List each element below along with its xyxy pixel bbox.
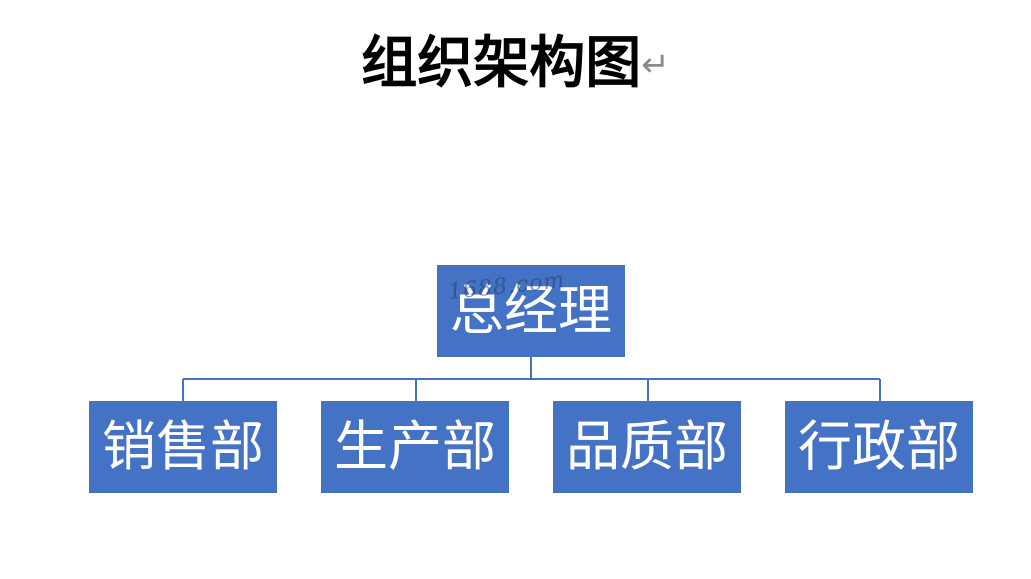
title-text: 组织架构图 (361, 31, 642, 96)
org-node-general-manager: 总经理 (437, 265, 625, 357)
chart-title: 组织架构图↵ (0, 28, 1031, 101)
org-node-label: 行政部 (798, 415, 960, 478)
org-node-production: 生产部 (321, 401, 509, 493)
paragraph-mark-icon: ↵ (641, 45, 670, 85)
org-node-label: 生产部 (334, 415, 496, 478)
org-node-label: 销售部 (102, 415, 264, 478)
org-node-label: 总经理 (450, 279, 612, 342)
org-node-sales: 销售部 (89, 401, 277, 493)
org-node-quality: 品质部 (553, 401, 741, 493)
org-node-admin: 行政部 (785, 401, 973, 493)
org-node-label: 品质部 (566, 415, 728, 478)
